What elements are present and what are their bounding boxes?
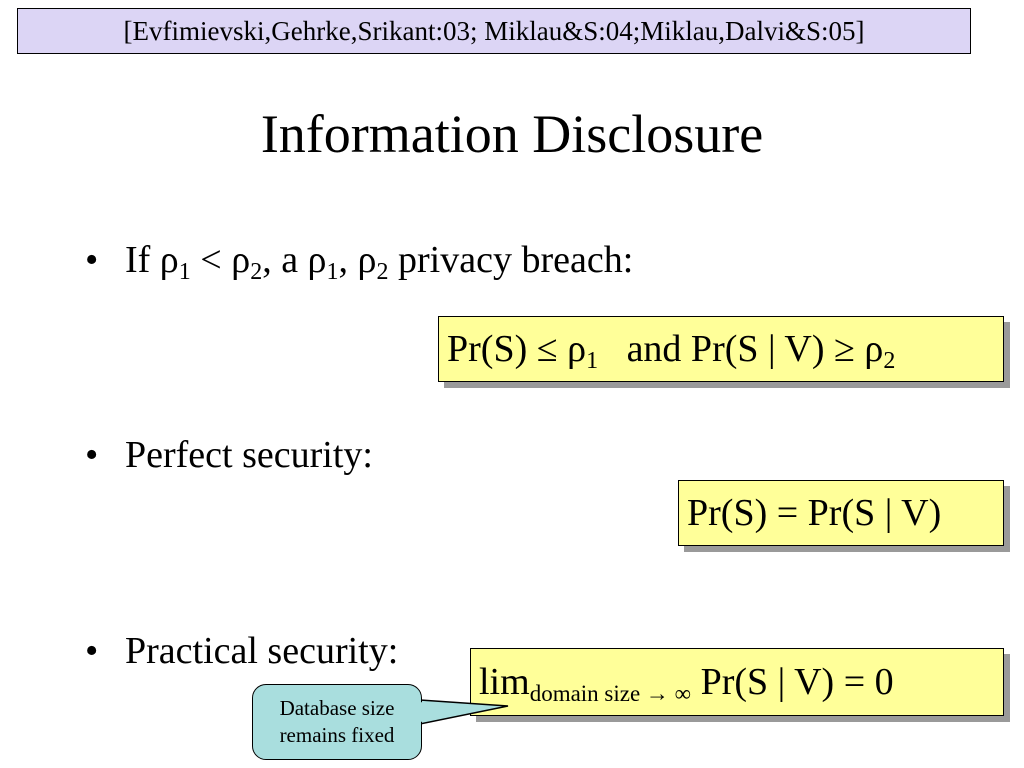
- formula-text: Pr(S) = Pr(S | V): [687, 492, 942, 534]
- formula-breach: Pr(S) ≤ ρ1 and Pr(S | V) ≥ ρ2: [438, 316, 1004, 382]
- callout-line: remains fixed: [279, 723, 395, 747]
- formula-practical: limdomain size → ∞ Pr(S | V) = 0: [470, 648, 1004, 716]
- subscript: domain size → ∞: [529, 681, 692, 706]
- subscript: 2: [250, 259, 263, 285]
- bullet-dot: •: [85, 239, 99, 281]
- formula-part: and Pr(S | V) ≥ ρ: [598, 328, 884, 370]
- bullet-text-part: , a ρ: [262, 239, 327, 281]
- subscript: 1: [586, 348, 599, 374]
- bullet-text: Perfect security:: [125, 434, 373, 476]
- formula-part: lim: [479, 661, 530, 703]
- formula-part: Pr(S) ≤ ρ: [447, 328, 587, 370]
- slide-title: Information Disclosure: [260, 104, 764, 164]
- bullet-dot: •: [85, 434, 99, 476]
- bullet-dot: •: [85, 630, 99, 672]
- bullet-text-part: privacy breach:: [388, 239, 634, 281]
- bullet-text: Practical security:: [125, 630, 399, 672]
- subscript: 1: [326, 259, 339, 285]
- bullet-privacy-breach: •If ρ1 < ρ2, a ρ1, ρ2 privacy breach:: [85, 237, 634, 285]
- subscript: 1: [178, 259, 191, 285]
- bullet-perfect-security: • Perfect security:: [85, 432, 373, 478]
- bullet-text-part: , ρ: [338, 239, 377, 281]
- citation-box: [Evfimievski,Gehrke,Srikant:03; Miklau&S…: [17, 8, 971, 54]
- callout-database-size: Database size remains fixed: [252, 684, 422, 760]
- callout-line: Database size: [279, 696, 395, 720]
- subscript: 2: [883, 348, 896, 374]
- subscript: 2: [376, 259, 389, 285]
- bullet-text-part: If ρ: [125, 239, 179, 281]
- formula-part: Pr(S | V) = 0: [691, 661, 894, 703]
- bullet-text-part: < ρ: [190, 239, 251, 281]
- formula-perfect: Pr(S) = Pr(S | V): [678, 480, 1004, 546]
- bullet-practical-security: • Practical security:: [85, 628, 398, 674]
